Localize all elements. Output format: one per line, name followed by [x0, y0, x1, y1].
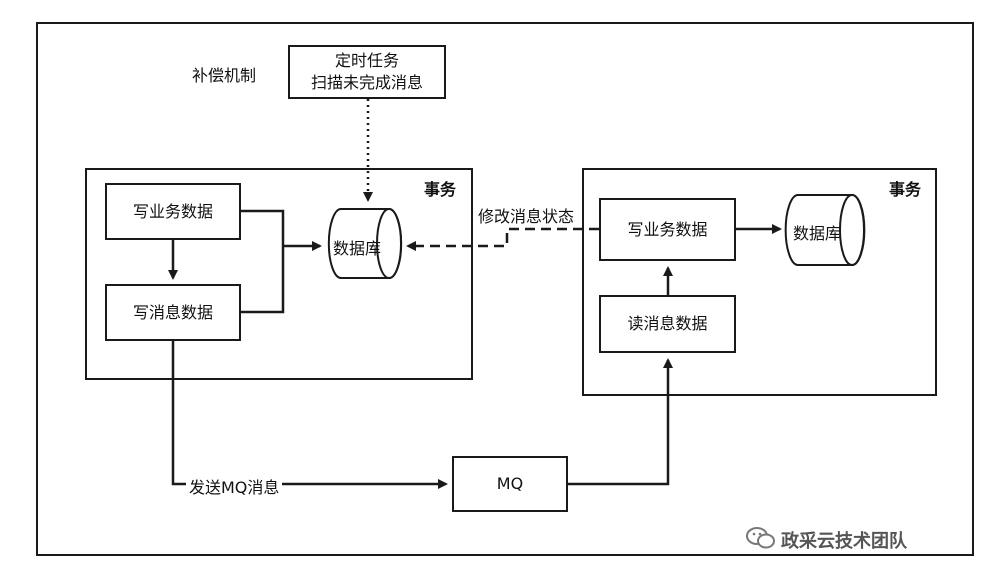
- outer-border: [36, 22, 974, 556]
- producer-write-message-label: 写消息数据: [132, 302, 213, 322]
- producer-transaction-title: 事务: [424, 180, 457, 199]
- producer-database-label: 数据库: [333, 239, 382, 258]
- producer-database-cylinder: [327, 208, 403, 279]
- producer-write-message-box: 写消息数据: [105, 284, 241, 341]
- producer-write-business-box: 写业务数据: [105, 183, 241, 240]
- wechat-icon: [746, 527, 776, 549]
- mq-label: MQ: [496, 474, 524, 494]
- consume-mq-arrow: [568, 358, 673, 486]
- consumer-database-label: 数据库: [793, 224, 842, 243]
- mq-box: MQ: [452, 456, 568, 512]
- producer-write-business-label: 写业务数据: [132, 201, 213, 221]
- consumer-transaction-title: 事务: [889, 180, 922, 199]
- send-mq-label: 发送MQ消息: [186, 474, 283, 498]
- watermark-text: 政采云技术团队: [781, 531, 907, 552]
- consumer-read-message-label: 读消息数据: [627, 314, 708, 334]
- scheduled-task-line2: 扫描未完成消息: [310, 73, 423, 92]
- consumer-write-business-label: 写业务数据: [627, 219, 708, 239]
- consumer-transaction-frame: [582, 168, 937, 396]
- producer-write-business-connector: [241, 209, 285, 246]
- update-status-label: 修改消息状态: [476, 203, 577, 227]
- producer-write-message-connector: [241, 246, 285, 314]
- producer-transaction-frame: [85, 168, 473, 380]
- consumer-database-cylinder: [784, 194, 866, 266]
- send-mq-arrow: [171, 341, 448, 489]
- update-status-arrow: [406, 227, 599, 251]
- scheduled-task-box: 定时任务 扫描未完成消息: [288, 45, 446, 99]
- scheduled-task-line1: 定时任务: [334, 51, 399, 71]
- consumer-write-business-box: 写业务数据: [599, 198, 736, 261]
- compensation-label: 补偿机制: [192, 66, 257, 85]
- consumer-read-message-box: 读消息数据: [599, 295, 736, 353]
